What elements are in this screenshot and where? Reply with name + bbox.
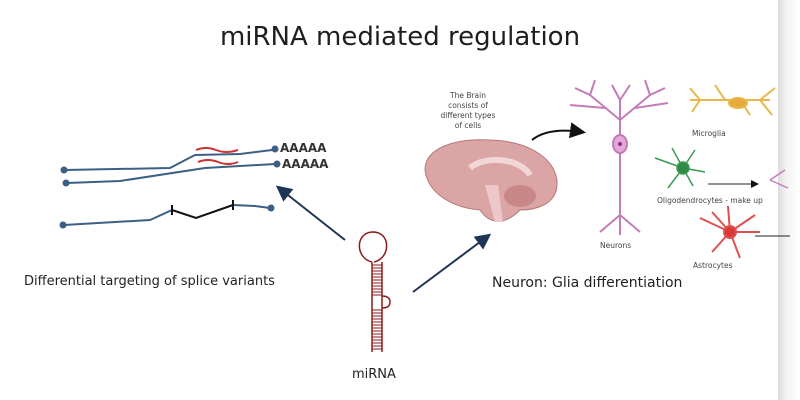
neurons-label: Neurons [600,241,632,250]
mrna-variant-1 [64,149,273,171]
arrow-to-brain [412,233,492,293]
page-title: miRNA mediated regulation [219,22,581,52]
oligodendrocytes-label: Oligodendrocytes - make up [657,196,763,205]
hairpin-base-pairs [372,264,382,350]
mirna-label: miRNA [352,367,396,382]
neuron-glia-caption: Neuron: Glia differentiation [492,275,683,291]
poly-a-tail: AAAAA [282,157,329,171]
mrna-variant-3-end [232,204,271,209]
microglia-illustration [689,84,776,116]
mirna-binding-sites [195,147,239,165]
astrocyte-illustration [699,205,790,259]
brain-note: The Brain consists of different types of… [440,91,496,130]
brain-illustration [424,139,558,222]
microglia-label: Microglia [692,129,726,138]
arrow-brain-to-neuron [531,122,586,141]
neuron-illustration [569,79,669,235]
right-edge-shadow [778,0,800,400]
astrocytes-label: Astrocytes [693,261,733,270]
mrna-variant-3 [63,209,173,226]
splice-variants-caption: Differential targeting of splice variant… [24,274,275,289]
oligodendrocyte-illustration [654,147,789,189]
poly-a-tail: AAAAA [280,141,327,155]
mrna-variant-2 [66,163,276,184]
arrow-to-splice [275,185,346,241]
mrna-ends [59,145,281,229]
splice-variants [63,149,276,226]
spliced-exon [171,200,234,220]
